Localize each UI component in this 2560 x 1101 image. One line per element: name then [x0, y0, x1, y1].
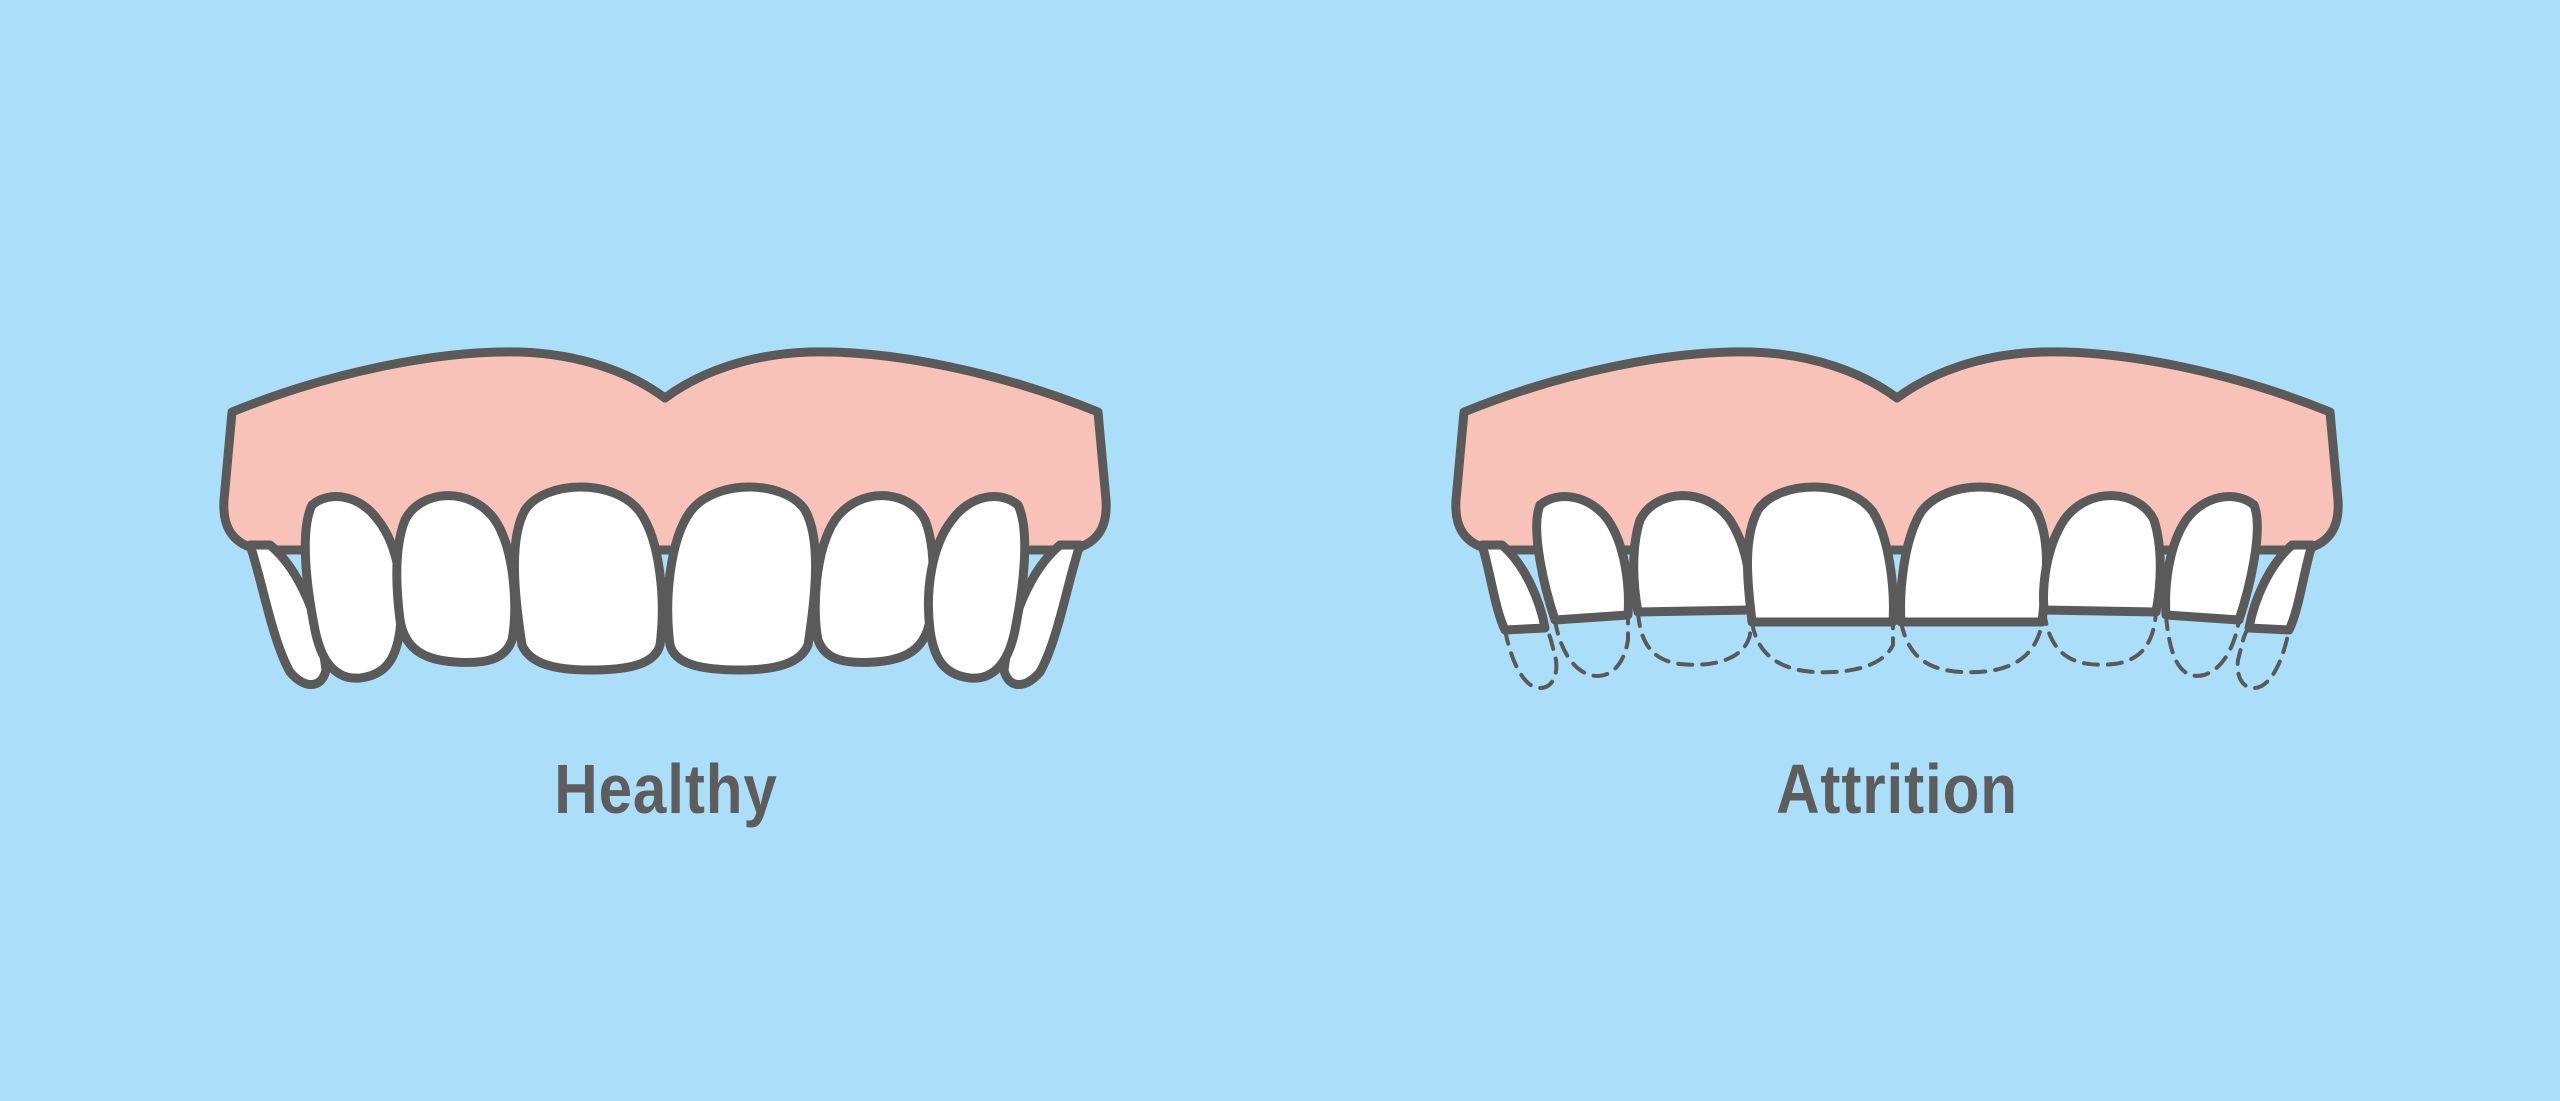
original-tooth-outline-dashed: [1503, 608, 2291, 690]
tooth-left-canine: [392, 491, 520, 667]
tooth-left-central: [510, 482, 667, 675]
tooth-left-outer: [245, 540, 331, 689]
caption-healthy: Healthy: [554, 750, 778, 828]
tooth-left-lateral: [300, 492, 407, 683]
tooth-right-outer: [999, 540, 1085, 689]
healthy-teeth-illustration: [219, 347, 1111, 689]
caption-attrition: Attrition: [1776, 750, 2018, 828]
tooth-left-central: [1743, 482, 1898, 627]
tooth-left-outer: [1477, 540, 1550, 635]
tooth-right-canine: [810, 491, 938, 667]
tooth-right-lateral: [923, 492, 1030, 683]
tooth-right-central: [1896, 482, 2051, 627]
tooth-right-central: [663, 482, 820, 675]
tooth-left-lateral: [1532, 492, 1633, 625]
tooth-right-canine: [2039, 491, 2165, 617]
attrition-teeth-illustration: [1451, 347, 2343, 690]
tooth-right-lateral: [2161, 492, 2262, 625]
